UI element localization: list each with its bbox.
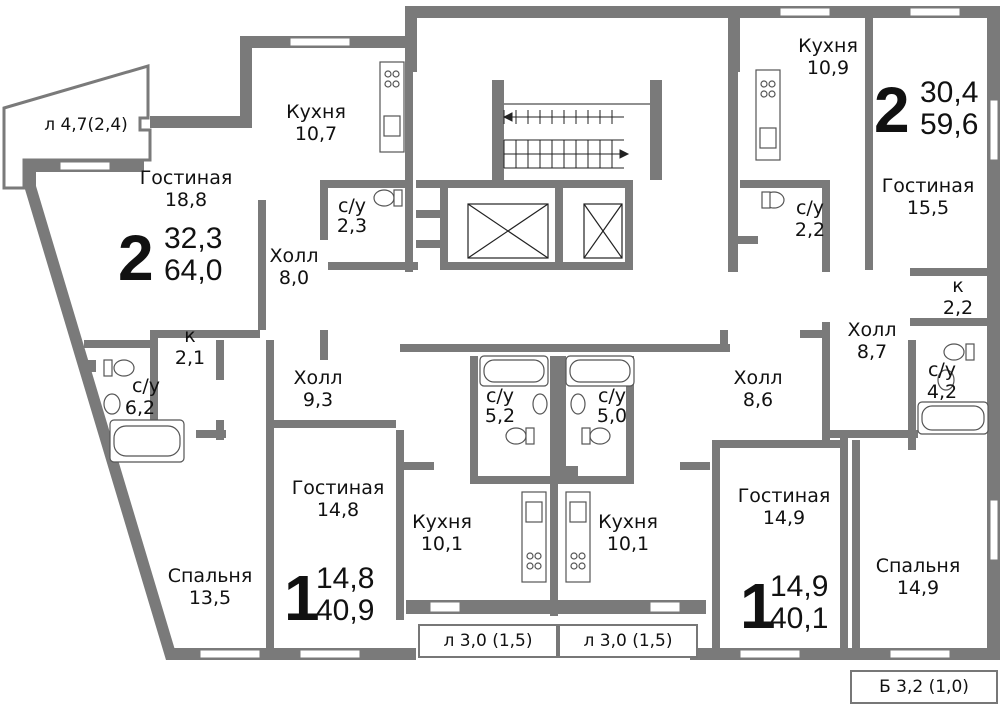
hall-left-name: Холл xyxy=(269,245,319,267)
wc-mid-left-area: 5,2 xyxy=(484,405,516,427)
wc-left2-name: с/у xyxy=(131,375,161,397)
apt-mid-living-area: 14,8 xyxy=(316,562,375,595)
apt-mid-rooms-count: 1 xyxy=(284,562,320,634)
closet-left-area: 2,1 xyxy=(174,347,206,369)
balcony-top-left-outline xyxy=(2,64,152,190)
apt-tr-rooms-count: 2 xyxy=(874,74,910,146)
hall-mid-name: Холл xyxy=(293,367,343,389)
kitchen-left-area: 10,7 xyxy=(294,123,338,145)
balcony-bottom-right-label: Б 3,2 (1,0) xyxy=(850,670,998,704)
interior-walls xyxy=(84,18,1000,652)
bedroom-left-area: 13,5 xyxy=(188,587,232,609)
apt-tr-total-area: 59,6 xyxy=(920,108,979,141)
living-room-br-area: 14,9 xyxy=(762,507,806,529)
living-room-left-area: 18,8 xyxy=(164,189,208,211)
elevators xyxy=(467,203,623,259)
bedroom-br-name: Спальня xyxy=(875,555,961,577)
kitchen-tr-name: Кухня xyxy=(798,35,858,57)
apt-left-rooms-count: 2 xyxy=(118,222,154,294)
balcony-top-left-label: л 4,7(2,4) xyxy=(44,115,128,135)
bathroom-fixtures xyxy=(103,189,989,463)
staircase xyxy=(502,103,650,169)
living-room-left-name: Гостиная xyxy=(139,167,233,189)
living-room-br-name: Гостиная xyxy=(737,485,831,507)
apt-br-living-area: 14,9 xyxy=(770,570,829,603)
kitchen-mid-left-area: 10,1 xyxy=(420,533,464,555)
balcony-mid-right-label: л 3,0 (1,5) xyxy=(558,624,698,658)
closet-left-name: к xyxy=(184,325,196,347)
windows xyxy=(59,7,999,659)
living-room-mid-name: Гостиная xyxy=(291,477,385,499)
hall-br-name: Холл xyxy=(733,367,783,389)
kitchen-mid-right-name: Кухня xyxy=(598,511,658,533)
wc-left-name: с/у xyxy=(337,195,367,217)
balcony-mid-left-label: л 3,0 (1,5) xyxy=(418,624,558,658)
kitchen-tr-area: 10,9 xyxy=(806,57,850,79)
wc-mid-right-name: с/у xyxy=(597,385,627,407)
hall-br-area: 8,6 xyxy=(742,389,774,411)
apt-br-rooms-count: 1 xyxy=(740,570,776,642)
kitchen-mid-left-name: Кухня xyxy=(412,511,472,533)
bedroom-left-name: Спальня xyxy=(167,565,253,587)
wc-left2-area: 6,2 xyxy=(124,397,156,419)
wc-mid-left-name: с/у xyxy=(485,385,515,407)
wc-left-area: 2,3 xyxy=(336,215,368,237)
wc-tr2-area: 4,2 xyxy=(926,381,958,403)
hall-mid-area: 9,3 xyxy=(302,389,334,411)
apt-br-total-area: 40,1 xyxy=(770,602,829,635)
hall-tr-name: Холл xyxy=(847,319,897,341)
living-room-tr-name: Гостиная xyxy=(881,175,975,197)
wc-tr-area: 2,2 xyxy=(794,219,826,241)
kitchen-fixtures xyxy=(379,61,781,583)
closet-tr-name: к xyxy=(952,275,964,297)
hall-tr-area: 8,7 xyxy=(856,341,888,363)
hall-left-area: 8,0 xyxy=(278,267,310,289)
wc-tr2-name: с/у xyxy=(927,359,957,381)
living-room-mid-area: 14,8 xyxy=(316,499,360,521)
closet-tr-area: 2,2 xyxy=(942,297,974,319)
wc-tr-name: с/у xyxy=(795,197,825,219)
apt-mid-total-area: 40,9 xyxy=(316,594,375,627)
bedroom-br-area: 14,9 xyxy=(896,577,940,599)
wc-mid-right-area: 5,0 xyxy=(596,405,628,427)
kitchen-left-name: Кухня xyxy=(286,101,346,123)
apt-left-total-area: 64,0 xyxy=(164,254,223,287)
apt-tr-living-area: 30,4 xyxy=(920,76,979,109)
kitchen-mid-right-area: 10,1 xyxy=(606,533,650,555)
living-room-tr-area: 15,5 xyxy=(906,197,950,219)
apt-left-living-area: 32,3 xyxy=(164,222,223,255)
